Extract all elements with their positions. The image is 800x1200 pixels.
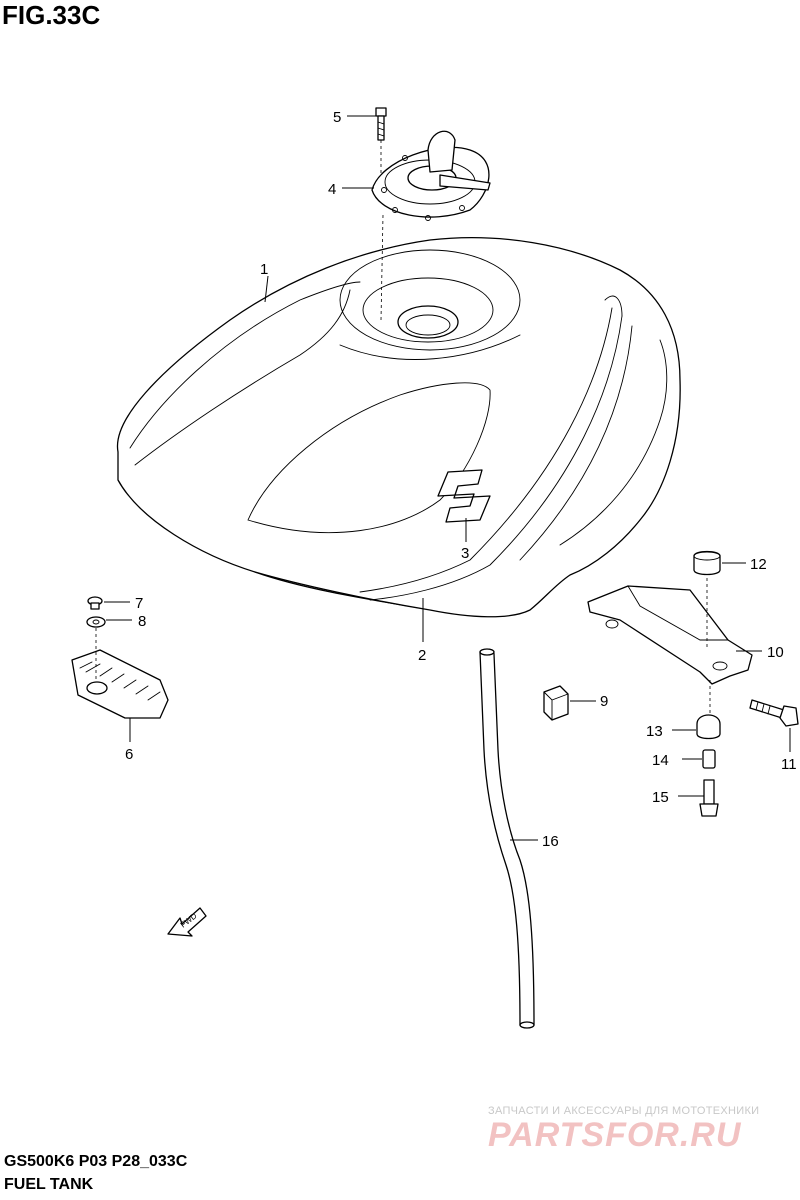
callout-14[interactable]: 14: [652, 752, 669, 769]
fwd-arrow-icon: FWD: [167, 907, 207, 937]
pad-washer-part[interactable]: [86, 616, 106, 628]
suzuki-emblem-part[interactable]: [437, 469, 491, 523]
figure-model-code: GS500K6 P03 P28_033C: [4, 1153, 188, 1170]
cap-screw-part[interactable]: [375, 107, 387, 141]
callout-16[interactable]: 16: [542, 833, 559, 850]
lower-cushion-part[interactable]: [696, 714, 721, 740]
callout-10[interactable]: 10: [767, 644, 784, 661]
leader-lines: [104, 115, 791, 841]
tank-bracket-part[interactable]: [587, 585, 753, 685]
callout-7[interactable]: 7: [135, 595, 143, 612]
callout-13[interactable]: 13: [646, 723, 663, 740]
callout-6[interactable]: 6: [125, 746, 133, 763]
watermark-tagline: ЗАПЧАСТИ И АКСЕССУАРЫ ДЛЯ МОТОТЕХНИКИ: [488, 1105, 760, 1117]
callout-15[interactable]: 15: [652, 789, 669, 806]
pad-bolt-part[interactable]: [87, 596, 103, 610]
breather-hose-part[interactable]: [479, 648, 535, 1029]
fuel-filler-cap-part[interactable]: [371, 130, 491, 221]
callout-3[interactable]: 3: [461, 545, 469, 562]
fuel-tank-part[interactable]: [116, 236, 681, 618]
bracket-bolt-part[interactable]: [749, 699, 799, 727]
cushion-block-part[interactable]: [543, 685, 569, 721]
tank-body: [116, 236, 681, 618]
callout-5[interactable]: 5: [333, 109, 341, 126]
callout-9[interactable]: 9: [600, 693, 608, 710]
callout-4[interactable]: 4: [328, 181, 336, 198]
figure-name: FUEL TANK: [4, 1176, 94, 1193]
bracket-cushion-part[interactable]: [693, 550, 721, 576]
mounting-bolt-part[interactable]: [699, 779, 719, 817]
callout-2[interactable]: 2: [418, 647, 426, 664]
callout-1[interactable]: 1: [260, 261, 268, 278]
callout-11[interactable]: 11: [781, 756, 797, 773]
callout-labels: 1 2 3 4 5 6 7 8 9 10 11 12 13 14 15 16: [125, 109, 797, 850]
figure-title: FIG.33C: [2, 0, 101, 30]
collar-part[interactable]: [702, 749, 716, 769]
callout-8[interactable]: 8: [138, 613, 146, 630]
callout-12[interactable]: 12: [750, 556, 767, 573]
tank-rubber-pad-part[interactable]: [71, 649, 169, 719]
watermark-logo: PARTSFOR.RU: [488, 1116, 742, 1154]
